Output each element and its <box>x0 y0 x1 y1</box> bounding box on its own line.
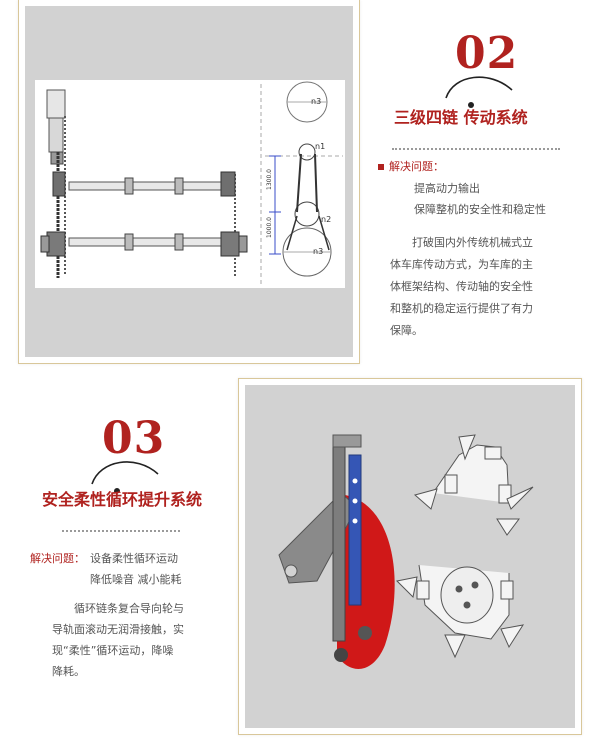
divider-dotted <box>62 530 180 532</box>
motor-icon <box>46 89 66 119</box>
lifting-system-render <box>278 434 534 669</box>
section-number-03: 03 <box>102 413 166 464</box>
description-02-line-5: 保障。 <box>390 324 423 337</box>
divider-dotted <box>392 148 560 150</box>
lifting-system-photo <box>245 385 575 728</box>
problem-line-02-1: 提高动力输出 <box>414 182 480 195</box>
sprocket-label-n2: n2 <box>321 215 331 224</box>
upper-shaft <box>68 181 230 191</box>
sprocket-label-n1: n1 <box>315 142 325 151</box>
description-02-line-3: 体框架结构、传动轴的安全性 <box>390 280 533 293</box>
description-02-line-4: 和整机的稳定运行提供了有力 <box>390 302 533 315</box>
problem-line-02-2: 保障整机的安全性和稳定性 <box>414 203 546 216</box>
lifting-system-photo-frame <box>238 378 582 735</box>
description-03-line-2: 导轨面滚动无润滑接触，实 <box>52 623 184 636</box>
square-bullet-icon <box>378 164 384 170</box>
dimension-lower-label: 1000.0 <box>266 217 273 238</box>
problem-label-02: 解决问题： <box>389 160 444 173</box>
drive-system-photo: 1300.0 1000.0 n3 n1 n2 n3 <box>25 6 353 357</box>
arc-swoosh-icon <box>91 461 159 492</box>
chain-loop-upper <box>413 434 534 536</box>
description-03-line-4: 降耗。 <box>52 665 85 678</box>
description-02-line-1: 打破国内外传统机械式立 <box>412 236 533 249</box>
sprocket-label-n3-bottom: n3 <box>313 247 323 256</box>
drive-system-photo-frame: 1300.0 1000.0 n3 n1 n2 n3 <box>18 0 360 364</box>
sprocket-label-n3-top: n3 <box>311 97 321 106</box>
dimension-upper-label: 1300.0 <box>266 169 273 190</box>
problem-line-03-2: 降低噪音 减小能耗 <box>90 573 182 586</box>
blue-link-bar <box>348 454 362 606</box>
description-02-line-2: 体车库传动方式，为车库的主 <box>390 258 533 271</box>
section-title-02: 三级四链 传动系统 <box>394 108 528 127</box>
description-03-line-3: 现“柔性”循环运动，降噪 <box>52 644 174 657</box>
section-number-02: 02 <box>455 28 519 79</box>
chain-loop-lower <box>395 564 525 659</box>
description-03-line-1: 循环链条复合导向轮与 <box>74 602 184 615</box>
problem-line-03-1: 设备柔性循环运动 <box>90 552 178 565</box>
problem-label-03: 解决问题： <box>30 552 85 565</box>
arc-swoosh-icon <box>445 76 513 108</box>
lower-shaft <box>68 237 230 247</box>
section-title-03: 安全柔性循环提升系统 <box>42 490 203 509</box>
drive-system-drawing: 1300.0 1000.0 n3 n1 n2 n3 <box>35 80 345 288</box>
